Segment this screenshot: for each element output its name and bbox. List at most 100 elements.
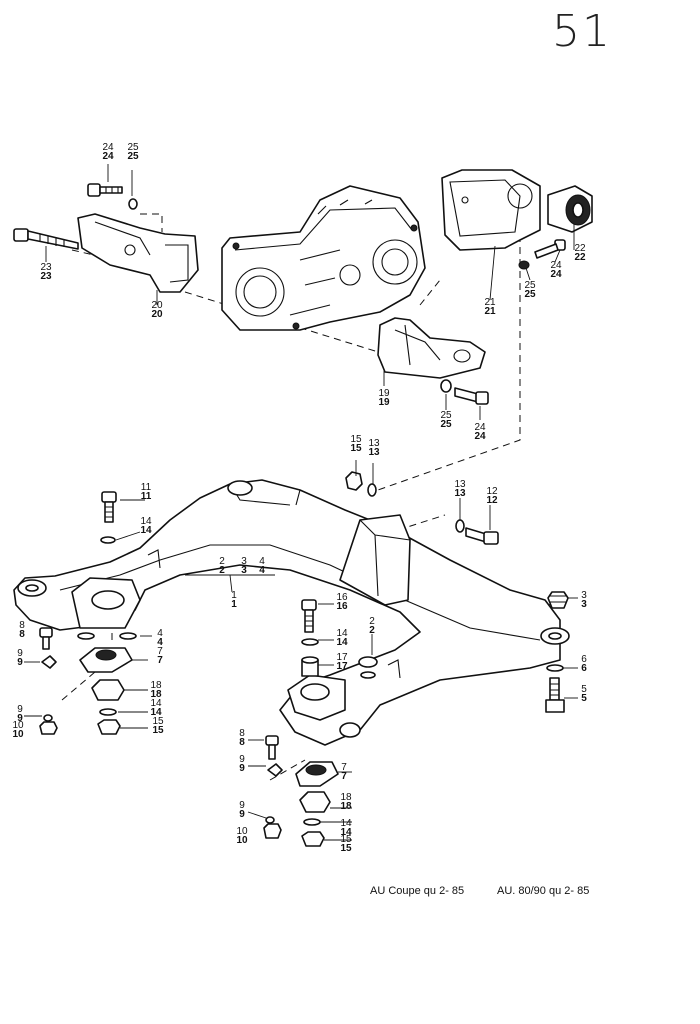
rubber-bushing-22	[547, 185, 593, 233]
mounting-bracket-19	[377, 317, 486, 379]
callout-8: 8	[239, 728, 245, 739]
callout-14: 14	[340, 818, 352, 829]
callout-5: 5	[581, 684, 587, 695]
callout-24-bold: 24	[474, 431, 486, 442]
callout-14-bold: 14	[140, 525, 152, 536]
callout-2: 2	[369, 616, 375, 627]
callout-7: 7	[157, 646, 163, 657]
bolt-23	[13, 228, 79, 250]
page-number: 51	[552, 6, 612, 57]
rear-subframe	[13, 479, 570, 746]
callout-11-bold: 11	[141, 491, 152, 502]
callout-8-bold: 8	[239, 737, 245, 748]
callout-16: 16	[336, 592, 348, 603]
center-mount-stack	[301, 599, 378, 679]
callout-10: 10	[236, 826, 248, 837]
callout-11: 11	[141, 482, 152, 493]
callout-14-bold: 14	[336, 637, 348, 648]
callout-14: 14	[336, 628, 348, 639]
callout-13: 13	[368, 438, 380, 449]
caption-80-90: AU. 80/90 qu 2- 85	[497, 885, 590, 897]
callout-7-bold: 7	[157, 655, 163, 666]
callout-21: 21	[484, 297, 496, 308]
callout-15: 15	[350, 434, 362, 445]
bolt-24-lower	[440, 379, 489, 405]
callout-1-bold: 1	[231, 599, 237, 610]
callout-2: 2	[219, 556, 225, 567]
callout-2-bold: 2	[219, 565, 225, 576]
callout-8-bold: 8	[19, 629, 25, 640]
callout-22-bold: 22	[574, 252, 586, 263]
callout-4: 4	[157, 628, 163, 639]
callout-12: 12	[486, 486, 498, 497]
callout-13-bold: 13	[368, 447, 380, 458]
callout-9: 9	[239, 800, 245, 811]
callout-13-bold: 13	[454, 488, 466, 499]
callout-16-bold: 16	[336, 601, 348, 612]
callout-14: 14	[150, 698, 162, 709]
callout-24: 24	[474, 422, 486, 433]
callout-18: 18	[150, 680, 162, 691]
callout-4-bold: 4	[157, 637, 163, 648]
callout-25-bold: 25	[524, 289, 536, 300]
callout-20-bold: 20	[151, 309, 163, 320]
bolt-11	[100, 491, 117, 544]
caption-coupe: AU Coupe qu 2- 85	[370, 885, 465, 897]
callout-9: 9	[17, 704, 23, 715]
callout-15-bold: 15	[152, 725, 164, 736]
callout-1: 1	[231, 590, 237, 601]
callout-9-bold: 9	[239, 809, 245, 820]
callout-25-bold: 25	[440, 419, 452, 430]
callout-9-bold: 9	[239, 763, 245, 774]
callout-14: 14	[140, 516, 152, 527]
callout-3-bold: 3	[581, 599, 587, 610]
callout-12-bold: 12	[486, 495, 498, 506]
callout-7-bold: 7	[341, 771, 347, 782]
callout-15: 15	[340, 834, 352, 845]
callout-14-bold: 14	[340, 827, 352, 838]
callout-25: 25	[127, 142, 139, 153]
callout-19: 19	[378, 388, 390, 399]
callout-3: 3	[241, 556, 247, 567]
callout-18-bold: 18	[150, 689, 162, 700]
leader-lines	[24, 164, 578, 841]
mounting-bracket-20	[77, 213, 199, 293]
callout-10-bold: 10	[236, 835, 248, 846]
callout-8: 8	[19, 620, 25, 631]
callout-10: 10	[12, 720, 24, 731]
bolt-24-top	[87, 183, 138, 210]
callout-18: 18	[340, 792, 352, 803]
callout-17: 17	[336, 652, 348, 663]
callout-20: 20	[151, 300, 163, 311]
callout-22: 22	[574, 243, 586, 254]
left-mount-stack	[39, 627, 137, 735]
callout-2-bold: 2	[369, 625, 375, 636]
callout-4: 4	[259, 556, 265, 567]
callout-9-bold: 9	[17, 713, 23, 724]
callout-3-bold: 3	[241, 565, 247, 576]
mounting-bracket-21	[441, 169, 541, 251]
callout-15-bold: 15	[350, 443, 362, 454]
callout-18-bold: 18	[340, 801, 352, 812]
callout-19-bold: 19	[378, 397, 390, 408]
callout-3: 3	[581, 590, 587, 601]
callout-23-bold: 23	[40, 271, 52, 282]
callout-7: 7	[341, 762, 347, 773]
callout-25: 25	[524, 280, 536, 291]
callout-25: 25	[440, 410, 452, 421]
callout-5-bold: 5	[581, 693, 587, 704]
callout-14-bold: 14	[150, 707, 162, 718]
bolt-12	[455, 519, 499, 545]
callout-24-bold: 24	[102, 151, 114, 162]
callout-25-bold: 25	[127, 151, 139, 162]
callout-9-bold: 9	[17, 657, 23, 668]
callout-4-bold: 4	[259, 565, 265, 576]
callout-10-bold: 10	[12, 729, 24, 740]
callout-17-bold: 17	[336, 661, 348, 672]
callout-9: 9	[17, 648, 23, 659]
right-mount-stack	[545, 591, 569, 713]
callout-6: 6	[581, 654, 587, 665]
callout-13: 13	[454, 479, 466, 490]
